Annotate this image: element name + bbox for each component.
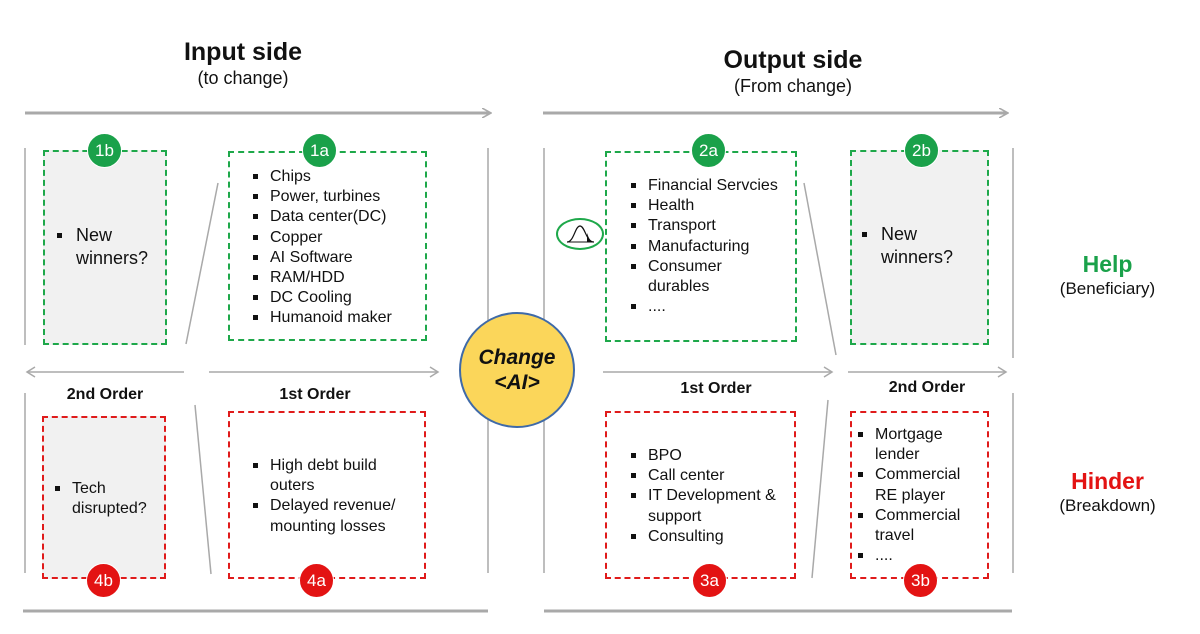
list-item: Tech disrupted? xyxy=(52,479,162,519)
box-4a-list: High debt build outers Delayed revenue/ … xyxy=(250,456,410,537)
change-ai-circle: Change <AI> xyxy=(459,312,575,428)
list-item: Call center xyxy=(628,466,788,486)
badge-1a: 1a xyxy=(302,133,337,168)
badge-2b: 2b xyxy=(904,133,939,168)
badge-2a: 2a xyxy=(691,133,726,168)
input-side-subtitle: (to change) xyxy=(197,68,289,88)
list-item: IT Development & support xyxy=(628,486,788,526)
box-1b-list: New winners? xyxy=(54,224,164,270)
hinder-label: Hinder xyxy=(1071,468,1144,494)
box-3b-list: Mortgage lender Commercial RE player Com… xyxy=(855,425,985,566)
list-item: Consulting xyxy=(628,527,788,547)
list-item: Mortgage lender xyxy=(855,425,985,465)
list-item: AI Software xyxy=(250,248,420,268)
box-1b xyxy=(43,150,167,345)
list-item: Commercial RE player xyxy=(855,465,985,505)
list-item: Copper xyxy=(250,228,420,248)
badge-1b: 1b xyxy=(87,133,122,168)
box-2a-list: Financial Servcies Health Transport Manu… xyxy=(628,176,793,317)
list-item: Data center(DC) xyxy=(250,207,420,227)
list-item: Power, turbines xyxy=(250,187,420,207)
badge-3b: 3b xyxy=(903,563,938,598)
badge-4a: 4a xyxy=(299,563,334,598)
list-item: Humanoid maker xyxy=(250,308,420,328)
list-item: High debt build outers xyxy=(250,456,410,496)
list-item: RAM/HDD xyxy=(250,268,420,288)
bell-curve-icon xyxy=(556,218,604,250)
badge-3a: 3a xyxy=(692,563,727,598)
list-item: Commercial travel xyxy=(855,506,985,546)
box-2b-list: New winners? xyxy=(859,223,984,269)
list-item: Health xyxy=(628,196,793,216)
order-label-right-first: 1st Order xyxy=(680,380,752,397)
order-label-left-first: 1st Order xyxy=(279,386,351,403)
list-item: New winners? xyxy=(859,223,984,269)
list-item: Financial Servcies xyxy=(628,176,793,196)
list-item: .... xyxy=(855,546,985,566)
box-4b xyxy=(42,416,166,579)
list-item: Transport xyxy=(628,216,793,236)
list-item: BPO xyxy=(628,446,788,466)
box-1a-list: Chips Power, turbines Data center(DC) Co… xyxy=(250,167,420,329)
badge-4b: 4b xyxy=(86,563,121,598)
list-item: New winners? xyxy=(54,224,164,270)
box-4b-list: Tech disrupted? xyxy=(52,479,162,519)
hinder-sublabel: (Breakdown) xyxy=(1059,496,1156,515)
change-label: Change xyxy=(478,346,556,369)
output-side-title: Output side xyxy=(723,46,863,74)
order-label-right-second: 2nd Order xyxy=(888,379,966,396)
list-item: Delayed revenue/ mounting losses xyxy=(250,496,410,536)
input-side-header: Input side (to change) xyxy=(143,38,343,90)
list-item: DC Cooling xyxy=(250,288,420,308)
order-label-left-second: 2nd Order xyxy=(66,386,144,403)
list-item: Consumer durables xyxy=(628,257,748,297)
hinder-row-label: Hinder (Breakdown) xyxy=(1040,467,1175,517)
list-item: Chips xyxy=(250,167,420,187)
help-sublabel: (Beneficiary) xyxy=(1059,279,1156,298)
help-label: Help xyxy=(1082,251,1133,277)
output-side-subtitle: (From change) xyxy=(733,76,853,96)
box-3a-list: BPO Call center IT Development & support… xyxy=(628,446,788,547)
output-side-header: Output side (From change) xyxy=(693,46,893,98)
input-side-title: Input side xyxy=(183,38,303,66)
list-item: .... xyxy=(628,297,793,317)
help-row-label: Help (Beneficiary) xyxy=(1040,250,1175,300)
ai-label: <AI> xyxy=(494,371,540,394)
list-item: Manufacturing xyxy=(628,237,793,257)
